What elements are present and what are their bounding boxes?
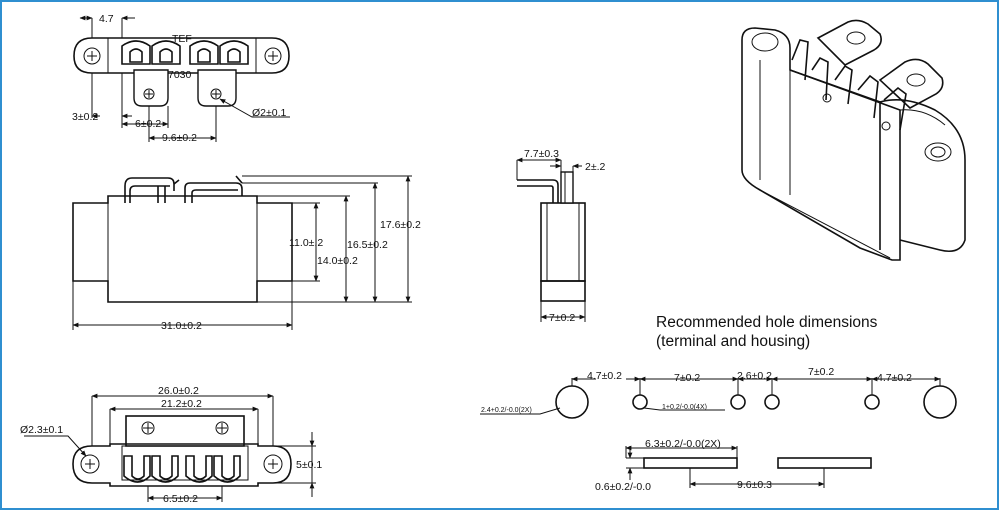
slot-right — [777, 457, 872, 469]
dim-26: 26.0±0.2 — [158, 385, 199, 397]
side-view-body — [517, 171, 586, 302]
hole-large-right — [923, 385, 957, 419]
hole-large-left — [555, 385, 589, 419]
dim-3: 3±0.2 — [72, 111, 98, 123]
dim-slot-length: 6.3±0.2/-0.0(2X) — [645, 438, 721, 450]
dim-14: 14.0±0.2 — [317, 255, 358, 267]
dim-hole-2-3: Ø2.3±0.1 — [20, 424, 63, 436]
dim-7: 7±0.2 — [549, 312, 575, 324]
heading-line-1: Recommended hole dimensions — [656, 314, 878, 331]
dim-slot-width: 0.6±0.2/-0.0 — [595, 481, 651, 493]
dim-hole-2: Ø2±0.1 — [252, 107, 287, 119]
top-view: TEF 7030 4.7 3±0.2 6±0.2 9.6±0.2 Ø2±0.1 — [72, 13, 290, 144]
marking-code: 7030 — [168, 69, 192, 81]
hole-small-2 — [730, 394, 746, 410]
dim-hole-7-right: 7±0.2 — [808, 366, 834, 378]
hole-layout: 4.7±0.2 7±0.2 2.6±0.2 7±0.2 4.7±0.2 2.4+… — [480, 366, 957, 493]
front-view-body — [72, 175, 293, 303]
dim-2: 2±.2 — [585, 161, 606, 173]
bottom-view: 26.0±0.2 21.2±0.2 Ø2.3±0.1 5±0.1 6.5±0.2 — [20, 385, 322, 505]
dim-small-hole: 1+0.2/-0.0(4X) — [662, 404, 707, 411]
dim-hole-7-left: 7±0.2 — [674, 372, 700, 384]
dim-hole-4-7-right: 4.7±0.2 — [877, 372, 912, 384]
dim-17-6: 17.6±0.2 — [380, 219, 421, 231]
dim-4-7: 4.7 — [99, 13, 114, 25]
hole-small-1 — [632, 394, 648, 410]
dim-11: 11.0±.2 — [289, 237, 323, 249]
hole-small-4 — [864, 394, 880, 410]
dim-hole-2-6: 2.6±0.2 — [737, 370, 772, 382]
dim-7-7: 7.7±0.3 — [524, 148, 559, 160]
dim-slot-pitch: 9.6±0.3 — [737, 479, 772, 491]
dim-16-5: 16.5±0.2 — [347, 239, 388, 251]
heading-line-2: (terminal and housing) — [656, 333, 810, 350]
dim-6: 6±0.2 — [135, 118, 161, 130]
dim-big-hole: 2.4+0.2/-0.0(2X) — [481, 407, 532, 414]
dim-21-2: 21.2±0.2 — [161, 398, 202, 410]
front-view: 31.0±0.2 11.0±.2 14.0±0.2 16.5±0.2 17.6±… — [72, 175, 421, 332]
side-view: 7.7±0.3 2±.2 7±0.2 — [516, 148, 606, 324]
dim-9-6: 9.6±0.2 — [162, 132, 197, 144]
dim-6-5: 6.5±0.2 — [163, 493, 198, 505]
marking-brand: TEF — [172, 33, 192, 45]
dim-hole-4-7-left: 4.7±0.2 — [587, 370, 622, 382]
dim-31: 31.0±0.2 — [161, 320, 202, 332]
hole-small-3 — [764, 394, 780, 410]
isometric-view — [741, 19, 966, 261]
top-view-body — [73, 37, 290, 107]
slot-left — [643, 457, 738, 469]
dim-5: 5±0.1 — [296, 459, 322, 471]
